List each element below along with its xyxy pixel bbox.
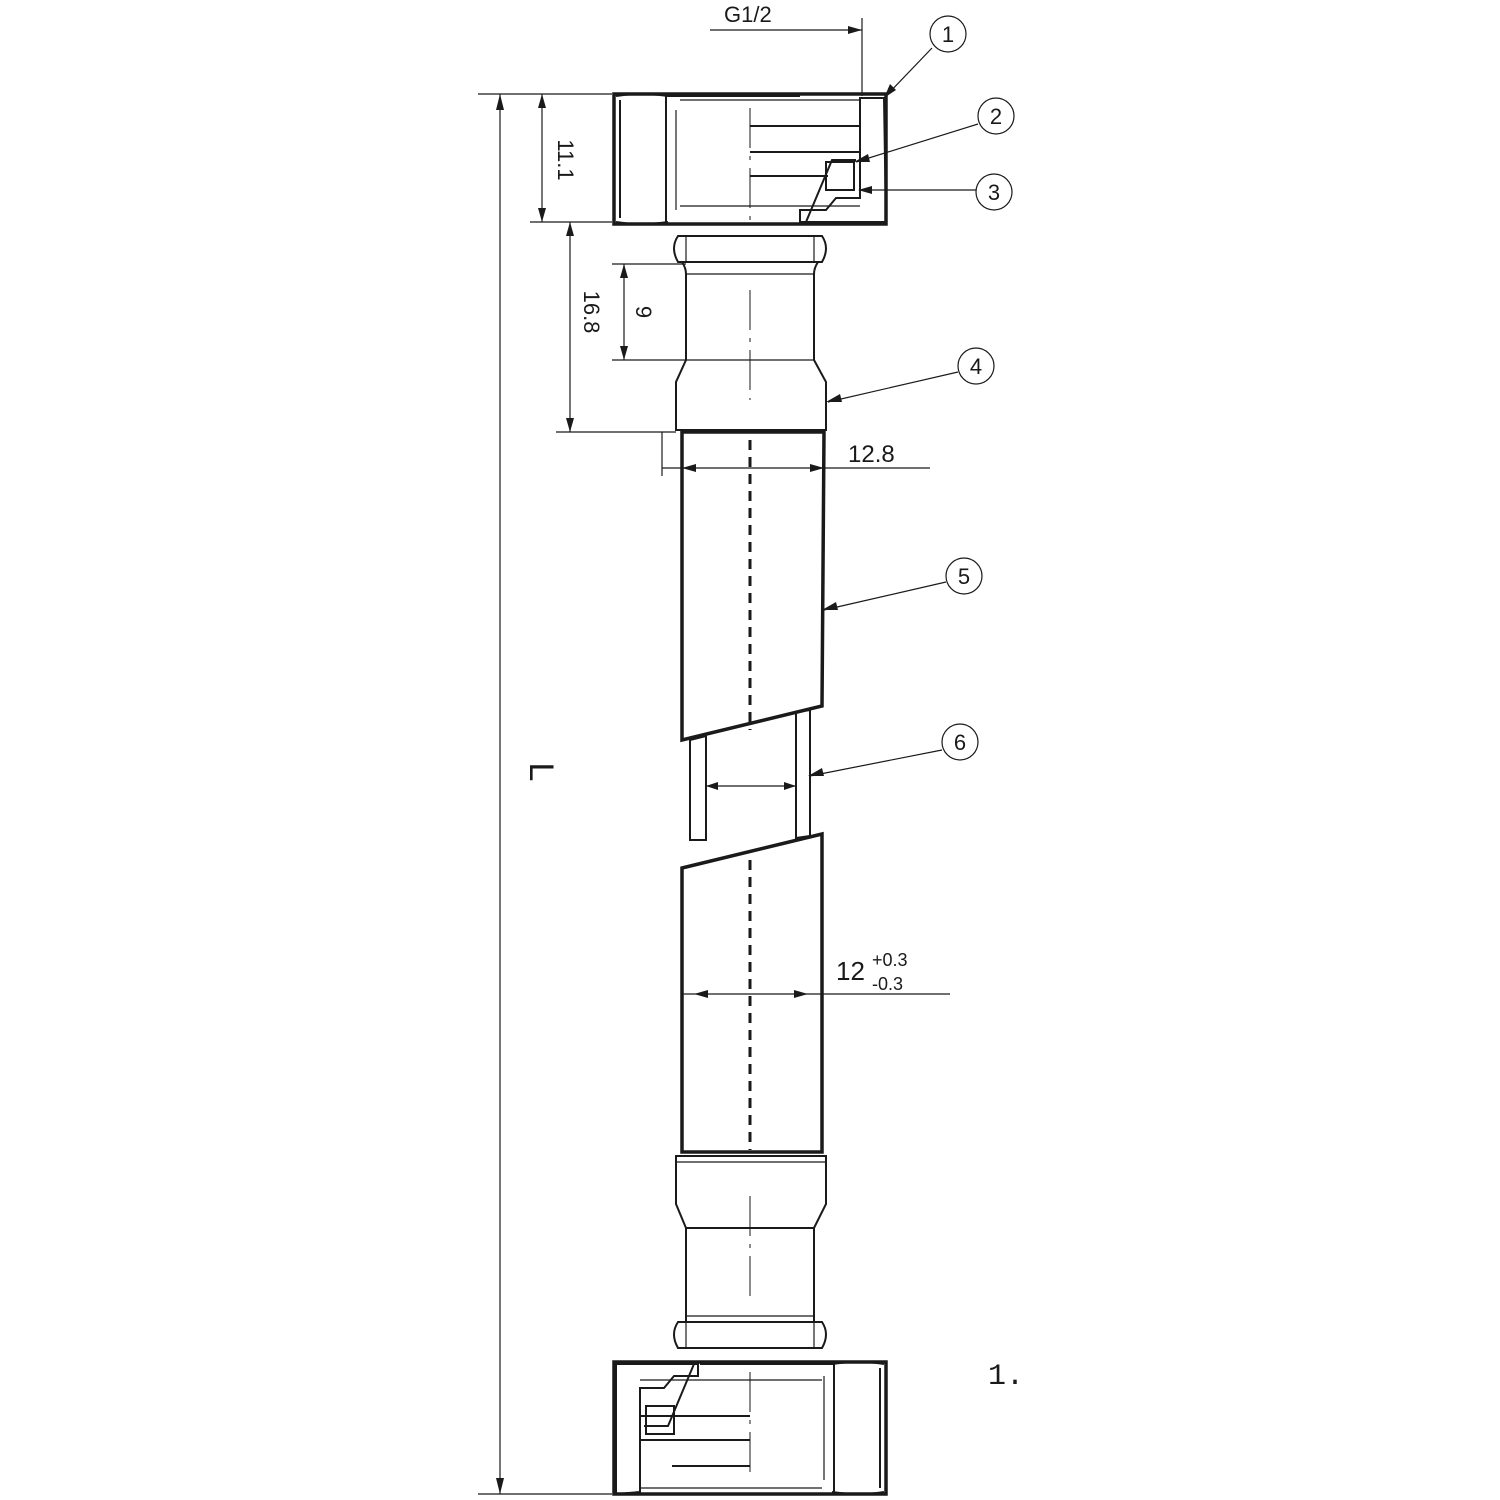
callout-2: 2	[854, 97, 1015, 163]
nut-height-label: 11.1	[553, 139, 578, 180]
neck-label: 9	[631, 306, 656, 318]
figure-number: 1.	[988, 1360, 1024, 1394]
ferrule-neck-dimension: 9	[612, 263, 686, 361]
ferrule-length-label: 16.8	[579, 291, 604, 334]
nut-height-dimension: 11.1	[530, 94, 612, 223]
braided-hose-lower	[680, 831, 824, 1154]
callout-4-label: 4	[970, 354, 982, 379]
callout-6: 6	[808, 723, 979, 777]
bottom-collar	[673, 1321, 827, 1349]
callout-3: 3	[858, 173, 1013, 211]
callout-2-label: 2	[990, 104, 1002, 129]
bottom-ferrule	[675, 1155, 827, 1322]
callout-6-label: 6	[954, 730, 966, 755]
tolerance-plus: +0.3	[872, 950, 908, 970]
hose-diameter-label: 12	[836, 956, 865, 986]
length-label: L	[522, 763, 560, 782]
braid-outer-label: 12.8	[848, 441, 895, 468]
braided-hose-upper	[680, 430, 826, 743]
ferrule-length-dimension: 16.8	[556, 222, 676, 433]
callout-5-label: 5	[958, 564, 970, 589]
hose-diameter-dimension: 12 +0.3 -0.3	[682, 950, 950, 998]
callout-1-label: 1	[942, 22, 954, 47]
top-collar	[673, 235, 827, 360]
overall-length-dimension: L	[478, 93, 612, 1495]
thread-dimension: G1/2	[710, 2, 863, 96]
callout-5: 5	[822, 557, 983, 611]
top-nut	[612, 92, 888, 226]
braid-outer-dimension: 12.8	[661, 432, 930, 476]
thread-label: G1/2	[724, 2, 772, 27]
callout-3-label: 3	[988, 180, 1000, 205]
callout-4: 4	[826, 347, 995, 403]
top-ferrule	[675, 359, 827, 431]
callout-1: 1	[884, 15, 967, 98]
bottom-nut	[612, 1360, 888, 1496]
tolerance-minus: -0.3	[872, 974, 903, 994]
